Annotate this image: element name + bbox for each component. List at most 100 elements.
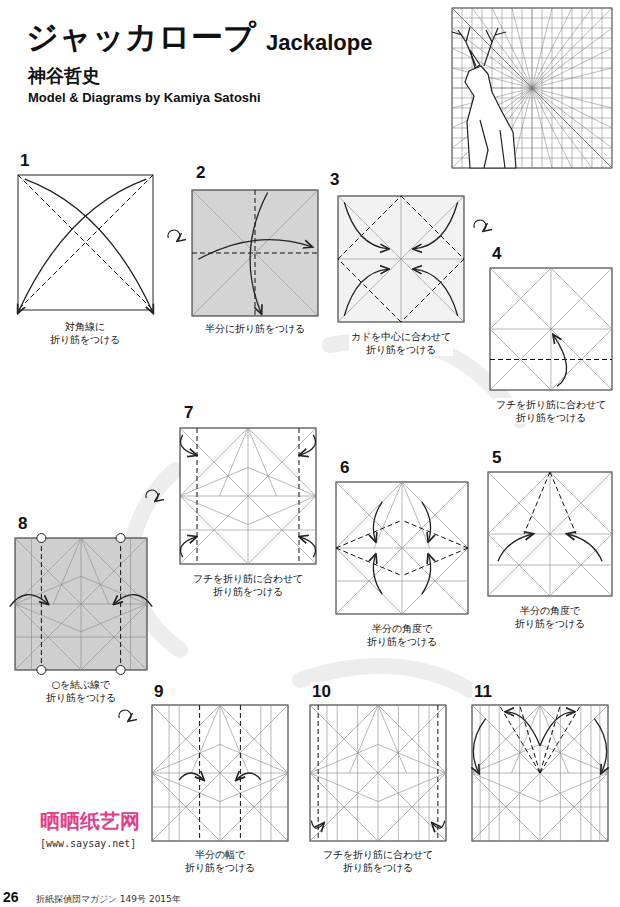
label-holder: 折紙探偵団マガジン 149号 2015年 <box>36 893 181 906</box>
crease-line <box>81 604 147 632</box>
crease-line <box>220 705 288 773</box>
crease-line <box>336 482 468 614</box>
fold-instruction: フチを折り筋に合わせて 折り筋をつける <box>321 848 435 874</box>
crease-line <box>490 329 612 330</box>
crease-line <box>152 705 288 841</box>
crease-line <box>532 88 592 168</box>
crease-line <box>378 773 446 802</box>
valley-fold-line <box>199 705 200 841</box>
crease-line <box>532 8 592 88</box>
step-diagram <box>10 534 153 675</box>
crease-line <box>15 576 81 604</box>
fold-arrow <box>180 537 196 557</box>
crease-line <box>336 482 402 548</box>
step-number: 11 <box>472 682 494 702</box>
label-holder: 半分に折り筋をつける <box>203 322 307 335</box>
crease-line <box>220 705 249 773</box>
fold-arrow <box>422 555 431 595</box>
fold-arrow <box>594 719 606 773</box>
valley-fold-line <box>550 472 576 534</box>
fold-arrow <box>373 502 382 542</box>
fold-arrow <box>498 534 533 561</box>
fold-arrow <box>567 534 602 561</box>
step-diagram <box>192 190 318 316</box>
paper-square <box>490 268 612 390</box>
turn-over-symbol <box>168 230 180 241</box>
crease-line <box>532 8 533 88</box>
step-diagram <box>488 472 612 596</box>
crease-line <box>540 773 608 802</box>
crease-line <box>349 705 378 773</box>
label-holder: 5 <box>490 448 503 468</box>
fold-instruction: カドを中心に合わせて 折り筋をつける <box>349 330 453 356</box>
step-diagram <box>338 196 464 322</box>
crease-line <box>532 28 612 88</box>
crease-line <box>490 268 612 390</box>
crease-line <box>452 68 532 88</box>
label-holder: Jackalope <box>266 30 372 56</box>
valley-fold-line <box>402 520 468 548</box>
valley-fold-line <box>299 428 300 564</box>
crease-line <box>152 705 288 841</box>
crease-line <box>532 88 612 89</box>
crease-line <box>511 705 540 773</box>
fold-instruction: 半分の角度で 折り筋をつける <box>365 622 439 648</box>
crease-line <box>15 604 81 632</box>
background-swoosh <box>131 340 520 690</box>
crease-line <box>488 534 612 535</box>
crease-line <box>398 705 399 841</box>
crease-line <box>192 190 318 316</box>
crease-line <box>591 705 592 841</box>
crease-line <box>15 637 147 638</box>
crease-line <box>488 472 612 596</box>
valley-fold-line <box>402 548 468 576</box>
crease-line <box>248 496 316 525</box>
step-number: 3 <box>328 170 341 190</box>
watermark: 晒晒纸艺网 <box>40 808 140 835</box>
step-number: 1 <box>18 151 31 171</box>
step-number: 4 <box>490 244 503 264</box>
crease-line <box>310 705 446 841</box>
crease-line <box>15 538 147 670</box>
crease-line <box>532 88 533 168</box>
crease-line <box>53 538 81 604</box>
crease-line <box>540 705 569 773</box>
fold-steps <box>10 175 612 841</box>
valley-fold-line <box>338 259 401 322</box>
crease-line <box>179 705 180 841</box>
crease-line <box>560 705 561 841</box>
crease-line <box>499 705 500 841</box>
label-holder: 7 <box>182 403 195 423</box>
valley-fold-line <box>524 472 550 534</box>
step-number: 9 <box>152 682 165 702</box>
reference-circle <box>116 666 125 675</box>
step-diagram <box>18 175 153 313</box>
crease-line <box>336 482 468 614</box>
fold-arrow <box>10 595 48 607</box>
turn-over-symbol <box>474 220 486 231</box>
crease-line <box>357 705 358 841</box>
paper-square <box>338 196 464 322</box>
paper-square <box>336 482 468 614</box>
crease-line <box>169 705 170 841</box>
crease-line <box>152 807 288 808</box>
paper-square <box>472 705 608 841</box>
step-diagram <box>472 705 608 841</box>
paper-square <box>310 705 446 841</box>
author-name: 神谷哲史 <box>28 64 100 88</box>
fold-arrow <box>18 179 146 313</box>
crease-line <box>490 268 612 390</box>
fold-arrow <box>300 537 316 557</box>
fold-arrow <box>344 202 388 249</box>
label-holder: フチを折り筋に合わせて 折り筋をつける <box>321 848 435 874</box>
fold-arrow <box>553 335 566 386</box>
crease-line <box>532 8 552 88</box>
fold-instruction: 半分の幅で 折り筋をつける <box>183 848 257 874</box>
step-diagram <box>310 705 446 841</box>
label-holder: 10 <box>310 682 333 702</box>
label-holder: Model & Diagrams by Kamiya Satoshi <box>28 90 261 105</box>
valley-fold-line <box>18 175 153 310</box>
crease-line <box>489 705 490 841</box>
crease-line <box>260 705 261 841</box>
valley-fold-line <box>401 259 464 322</box>
